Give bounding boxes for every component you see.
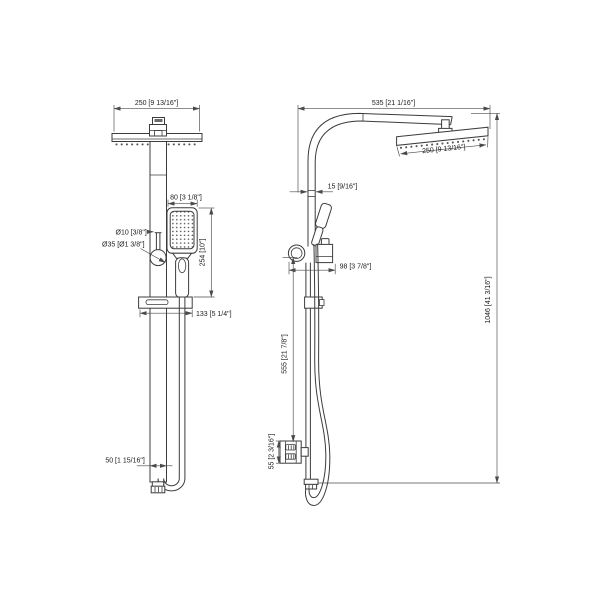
dim-handset-drop: 254 [10"] (193, 207, 215, 298)
dim-handset-width: 80 [3 1/8"] (167, 195, 202, 207)
shower-hose-front (157, 297, 186, 492)
hose-nut-side (303, 478, 319, 490)
dim-overall-height-label: 1046 [41 3/16"] (485, 276, 492, 323)
dim-valve-height: 55 [2 3/16"] (268, 434, 281, 470)
curved-riser-pipe (307, 112, 453, 247)
slide-rail-shelf (138, 296, 193, 309)
dim-shelf-width-label: 133 [5 1/4"] (196, 311, 232, 318)
shower-column-front (149, 141, 167, 483)
dim-wall-clearance: 98 [3 7/8"] (288, 261, 372, 275)
dim-reach: 535 [21 1/16"] (297, 100, 491, 193)
shower-hose-side (305, 243, 331, 507)
dim-overall-height: 1046 [41 3/16"] (318, 113, 500, 484)
dim-shelf-width: 133 [5 1/4"] (139, 309, 232, 318)
hand-shower-front (166, 207, 198, 298)
dim-pipe-diameter-label: 15 [9/16"] (328, 184, 358, 191)
dim-bracket-to-valve: 555 [21 7/8"] (282, 257, 298, 443)
diverter-knob (149, 249, 167, 267)
dim-stem-diameter-label: Ø10 [3/8"] (116, 230, 147, 237)
dim-head-depth-label: 250 [9 13/16"] (422, 144, 466, 155)
shower-head-mount (149, 117, 167, 137)
dim-valve-height-label: 55 [2 3/16"] (268, 434, 275, 470)
shelf-clamp-side (304, 296, 325, 309)
dim-head-depth: 250 [9 13/16"] (396, 136, 489, 157)
dim-wall-clearance-label: 98 [3 7/8"] (340, 264, 372, 271)
side-view (279, 112, 489, 507)
dim-stem-diameter: Ø10 [3/8"] (116, 230, 154, 237)
dim-knob-diameter-label: Ø35 [Ø1 3/8"] (102, 241, 145, 248)
front-view (111, 117, 203, 494)
dim-rail-width: 50 [1 15/16"] (105, 458, 173, 468)
dim-head-width: 250 [9 13/16"] (113, 100, 200, 132)
wall-escutcheon (287, 244, 306, 262)
wall-mixer-valve (279, 440, 309, 464)
handset-holder-bracket (315, 238, 334, 264)
hose-nut-front (150, 481, 166, 494)
dim-bracket-to-valve-label: 555 [21 7/8"] (282, 334, 289, 374)
front-view-dimensions: 250 [9 13/16"] 80 [3 1/8"] 254 [10"] Ø10… (102, 100, 232, 468)
dim-head-width-label: 250 [9 13/16"] (135, 100, 178, 107)
dim-pipe-diameter: 15 [9/16"] (289, 184, 358, 194)
dim-handset-drop-label: 254 [10"] (199, 239, 206, 267)
dim-rail-width-label: 50 [1 15/16"] (105, 458, 145, 465)
diverter-stem (154, 232, 162, 250)
dim-reach-label: 535 [21 1/16"] (372, 100, 415, 107)
side-view-dimensions: 535 [21 1/16"] 250 [9 13/16"] 15 [9/16"]… (268, 100, 500, 484)
spray-face (169, 210, 195, 250)
dim-knob-diameter: Ø35 [Ø1 3/8"] (102, 241, 166, 263)
dim-handset-width-label: 80 [3 1/8"] (170, 195, 202, 202)
